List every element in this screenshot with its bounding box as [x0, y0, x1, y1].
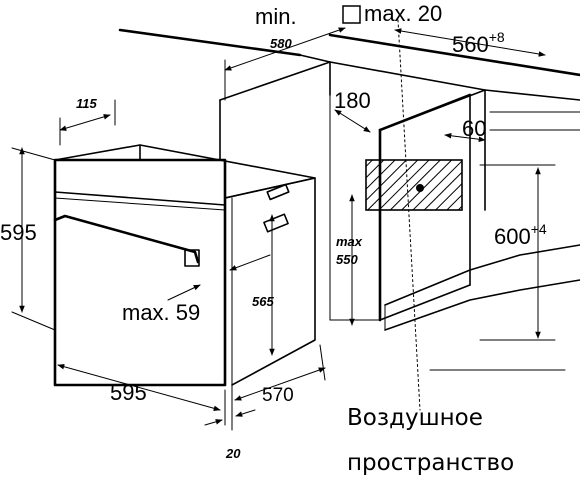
square-symbol	[342, 5, 361, 24]
label-550: 550	[336, 252, 358, 267]
label-air-line1: Воздушное	[347, 405, 483, 431]
oven	[53, 144, 316, 396]
label-20: 20	[225, 446, 241, 461]
label-570: 570	[262, 385, 294, 406]
label-60: 60	[462, 116, 486, 141]
label-180: 180	[334, 88, 371, 113]
label-min: min.	[255, 4, 297, 29]
power-socket-area	[365, 159, 463, 211]
cabinet-niche	[118, 28, 580, 371]
dimension-lines	[11, 19, 546, 431]
label-max-59: max. 59	[122, 300, 200, 325]
label-595-width: 595	[110, 380, 147, 405]
label-max-20: max. 20	[364, 1, 442, 26]
label-min-580: 580	[270, 36, 292, 51]
label-air-line2: пространство	[347, 450, 514, 476]
dimension-labels: min. 580 max. 20 560+8 115 180 60 595 ma…	[0, 1, 547, 476]
label-560: 560+8	[452, 29, 505, 57]
label-115: 115	[76, 96, 97, 111]
label-595-height: 595	[0, 220, 37, 245]
label-565: 565	[252, 294, 274, 309]
label-max: max	[336, 234, 363, 249]
label-600: 600+4	[494, 221, 547, 249]
